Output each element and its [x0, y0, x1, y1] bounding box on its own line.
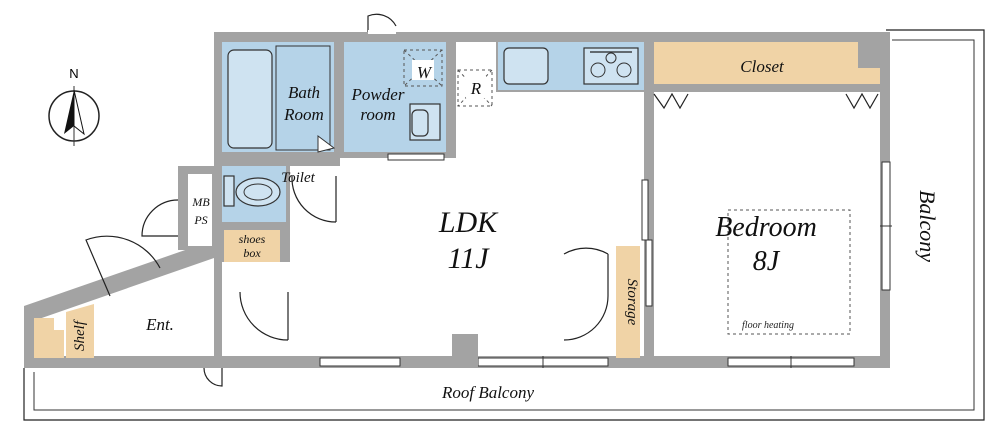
entrance-door [85, 235, 289, 341]
bedroom-size: 8J [753, 246, 781, 277]
storage-label: Storage [624, 279, 640, 326]
closet: Closet [653, 42, 880, 110]
shoes-box: shoes box [224, 230, 280, 262]
toilet-room: Toilet [222, 166, 337, 223]
fridge-label: R [470, 79, 482, 98]
ldk-size: 11J [447, 242, 490, 275]
storage: Storage [563, 246, 640, 358]
powder-label-2: room [360, 105, 395, 124]
mbps-label: MB [191, 195, 210, 209]
floor-heating-label: floor heating [742, 320, 794, 331]
powder-label: Powder [351, 85, 405, 104]
shelf-label: Shelf [72, 319, 88, 351]
powder-door [367, 13, 397, 34]
shelf: Shelf Ent. [34, 304, 174, 358]
powder-room: W Powder room [344, 42, 446, 161]
bedroom: Bedroom 8J floor heating [715, 209, 851, 335]
mbps-label-2: PS [193, 213, 207, 227]
fridge-space: R [457, 69, 493, 107]
ldk: LDK 11J [438, 206, 499, 275]
pillar [452, 334, 478, 368]
bath-label: Bath [288, 83, 320, 102]
closet-label: Closet [740, 57, 785, 76]
toilet-label: Toilet [281, 170, 315, 186]
windows [319, 161, 892, 368]
shoes-label-2: box [243, 246, 261, 260]
roof-balcony-label: Roof Balcony [441, 383, 535, 402]
mbps: MB PS [141, 195, 210, 237]
roof-balcony-area [23, 29, 985, 421]
entrance-label: Ent. [145, 315, 174, 334]
bath-label-2: Room [283, 105, 324, 124]
compass-north-label: N [69, 66, 78, 81]
bedroom-label: Bedroom [715, 212, 817, 243]
compass: N [48, 66, 100, 146]
entrance-step-door [203, 367, 223, 387]
partition [641, 179, 653, 307]
bath-room: Bath Room [222, 42, 336, 153]
washer-label: W [417, 63, 433, 82]
shoes-label: shoes [239, 232, 266, 246]
kitchen [498, 42, 644, 90]
floor [36, 42, 880, 356]
ldk-label: LDK [438, 206, 499, 239]
balcony-label: Balcony [915, 190, 940, 262]
